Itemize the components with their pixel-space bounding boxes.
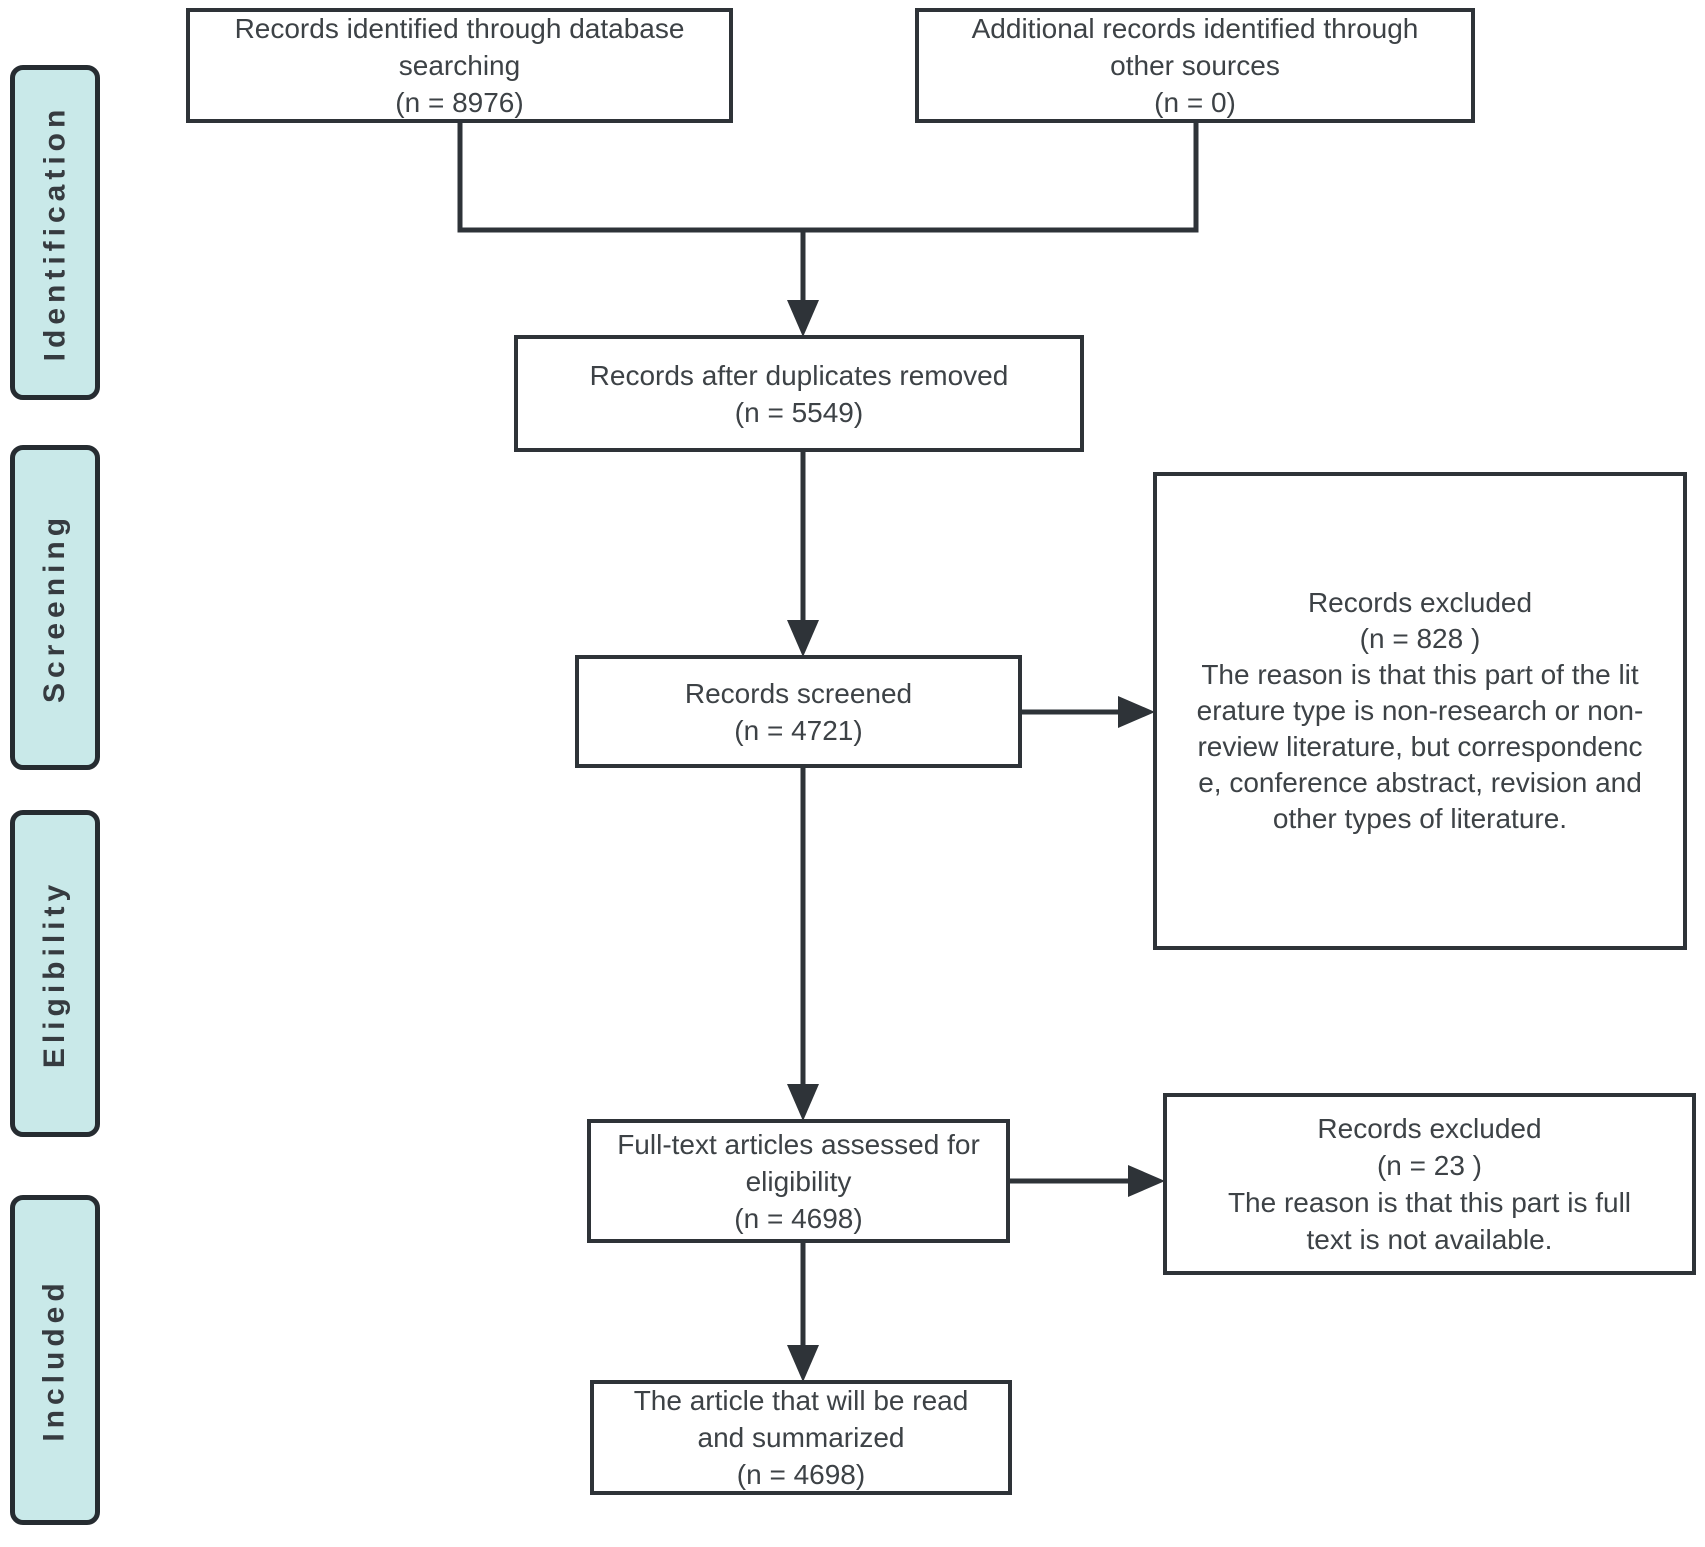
stage-included-label: Included bbox=[38, 1278, 71, 1442]
node-records-excluded-screening: Records excluded (n = 828 ) The reason i… bbox=[1153, 472, 1687, 950]
node-fulltext-assessed: Full-text articles assessed for eligibil… bbox=[587, 1119, 1010, 1243]
stage-eligibility: Eligibility bbox=[10, 810, 100, 1137]
arrowhead-duplicates bbox=[787, 300, 819, 337]
stage-eligibility-label: Eligibility bbox=[38, 879, 72, 1068]
arrowhead-excluded-screening bbox=[1118, 696, 1155, 728]
stage-included: Included bbox=[10, 1195, 100, 1525]
node-duplicates-removed: Records after duplicates removed (n = 55… bbox=[514, 335, 1084, 452]
node-records-excluded-fulltext: Records excluded (n = 23 ) The reason is… bbox=[1163, 1093, 1696, 1275]
stage-screening-label: Screening bbox=[38, 512, 71, 703]
node-included-articles: The article that will be read and summar… bbox=[590, 1380, 1012, 1495]
arrowhead-excluded-fulltext bbox=[1128, 1165, 1165, 1197]
node-database-search: Records identified through database sear… bbox=[186, 8, 733, 123]
node-other-sources: Additional records identified through ot… bbox=[915, 8, 1475, 123]
stage-identification: Identification bbox=[10, 65, 100, 400]
arrowhead-fulltext bbox=[787, 1084, 819, 1121]
stage-identification-label: Identification bbox=[38, 104, 72, 361]
arrowhead-included bbox=[787, 1345, 819, 1382]
node-records-screened: Records screened (n = 4721) bbox=[575, 655, 1022, 768]
stage-screening: Screening bbox=[10, 445, 100, 770]
arrowhead-screened bbox=[787, 620, 819, 657]
